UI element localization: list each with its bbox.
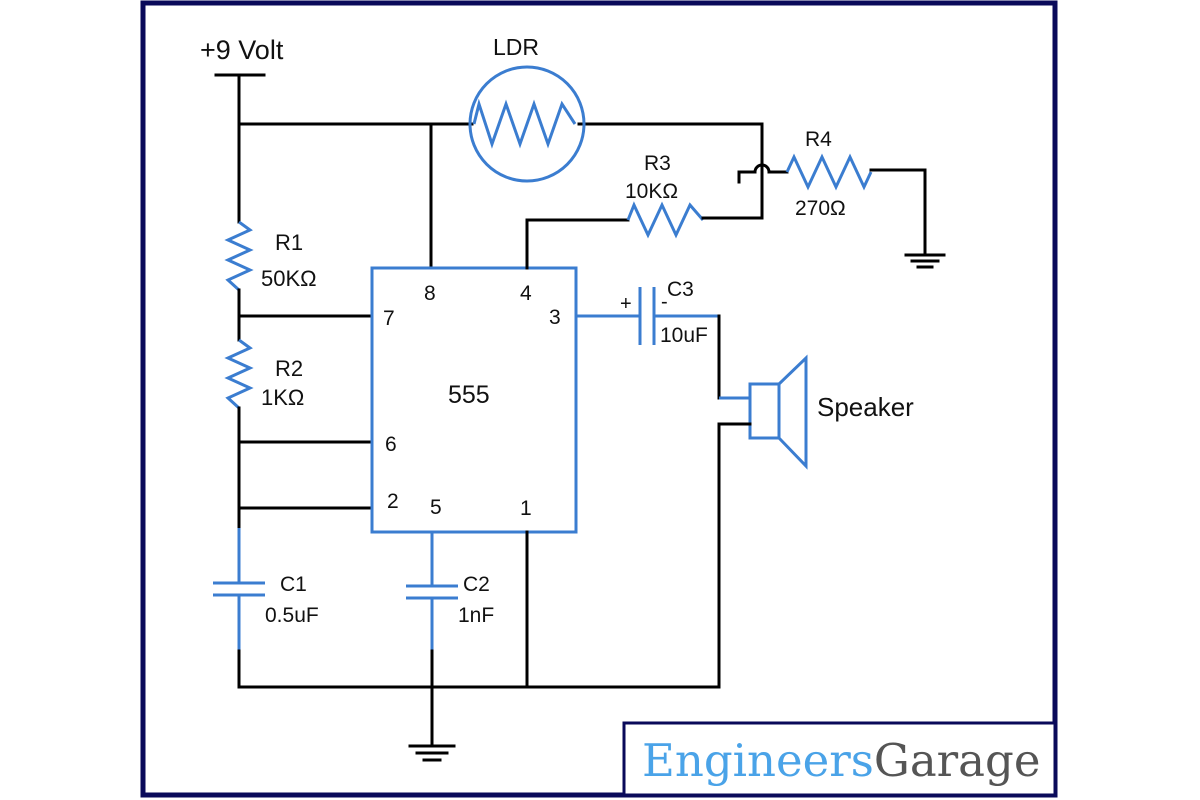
c2-value: 1nF [458,604,494,627]
logo-secondary: Garage [874,734,1041,787]
r2-name: R2 [275,356,303,381]
pin-7-label: 7 [383,307,395,330]
r4-value: 270Ω [795,197,846,220]
r3-name: R3 [644,152,671,175]
pin-6-label: 6 [385,433,397,456]
r4-resistor [785,153,873,191]
pin-2-label: 2 [387,490,399,513]
r1-value: 50KΩ [261,266,317,291]
c3-plus-sign: + [620,293,632,315]
ground-icon [904,253,946,269]
ground-icon [408,744,456,762]
ldr-label: LDR [493,34,539,60]
pin-3-label: 3 [549,306,561,329]
c3-value: 10uF [660,324,708,347]
speaker-minus-wire [717,422,752,689]
pin4-wire [525,218,630,270]
r1-name: R1 [275,230,303,255]
svg-text:EngineersGarage: EngineersGarage [642,734,1040,787]
r3-value: 10KΩ [625,180,678,203]
r2-value: 1KΩ [261,385,304,410]
ldr-symbol [468,65,586,183]
c2-name: C2 [463,573,490,596]
r1-resistor [224,220,254,292]
speaker-label: Speaker [817,392,914,422]
r3-resistor [626,201,705,239]
supply-terminal [214,73,266,224]
logo-primary: Engineers [642,734,874,787]
r4-ground-wire [869,168,927,256]
frame-border [140,0,1058,798]
crossover-jumper [737,163,789,184]
c1-name: C1 [280,573,307,596]
supply-label: +9 Volt [200,35,284,65]
r2-resistor [224,338,254,410]
speaker-icon [719,354,808,470]
ic-label: 555 [448,381,490,409]
engineersgarage-logo: EngineersGarage [622,721,1057,797]
r4-name: R4 [805,128,832,151]
pin-1-label: 1 [520,497,532,520]
ic-555-body [370,266,578,534]
pin-5-label: 5 [430,496,442,519]
pin-4-label: 4 [520,282,532,305]
c3-name: C3 [667,278,694,301]
pin-8-label: 8 [424,282,436,305]
ground-rail [237,649,721,689]
c3-minus-sign: - [661,291,668,313]
c1-value: 0.5uF [265,604,319,627]
